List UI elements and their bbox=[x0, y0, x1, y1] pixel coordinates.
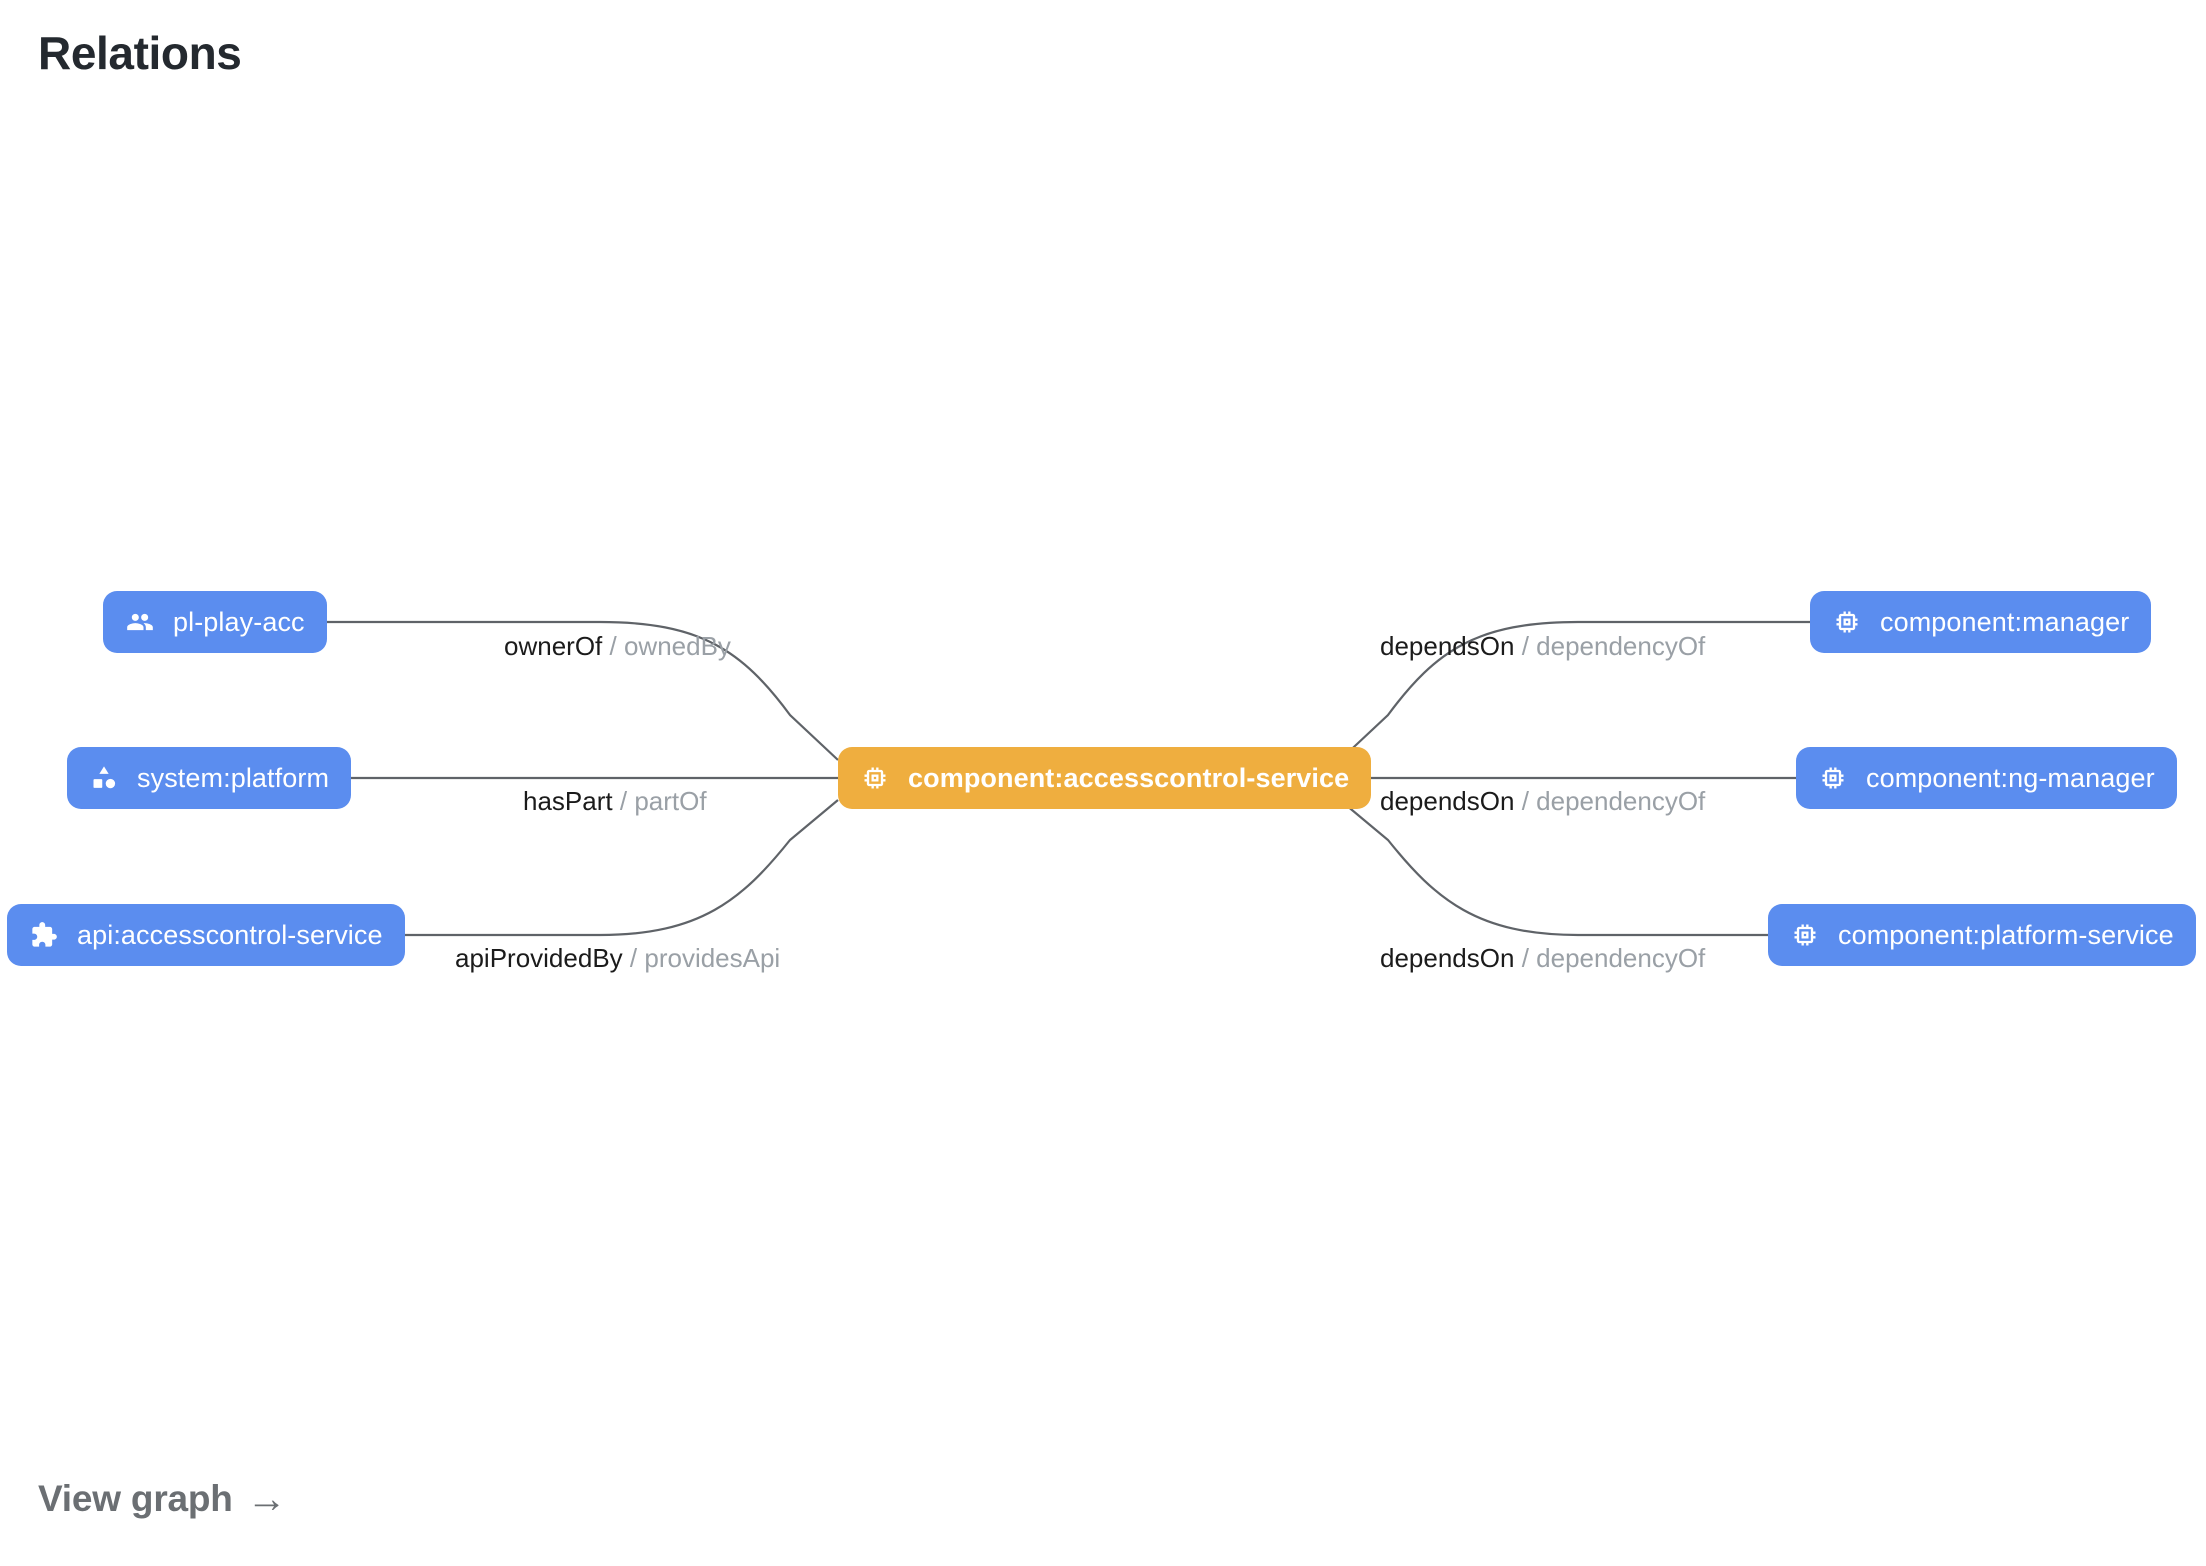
node-label: system:platform bbox=[137, 762, 330, 793]
edge-label-separator: / bbox=[1521, 786, 1529, 816]
memory-chip-icon bbox=[860, 763, 890, 793]
edge-label-separator: / bbox=[629, 943, 638, 973]
edge-label-separator: / bbox=[1521, 631, 1529, 661]
node-component-ng-manager[interactable]: component:ng-manager bbox=[1796, 747, 2177, 809]
memory-chip-icon bbox=[1832, 607, 1862, 637]
edge-label-hasPart: hasPart / partOf bbox=[523, 788, 707, 814]
edge-label-separator: / bbox=[619, 786, 628, 816]
edge-label-separator: / bbox=[609, 631, 617, 661]
node-component-manager[interactable]: component:manager bbox=[1810, 591, 2152, 653]
view-graph-link[interactable]: View graph → bbox=[38, 1478, 287, 1520]
category-shapes-icon bbox=[89, 763, 119, 793]
edge-label-reverse: partOf bbox=[634, 786, 707, 816]
node-component-accesscontrol-service-focus[interactable]: component:accesscontrol-service bbox=[838, 747, 1372, 809]
node-pl-play-acc[interactable]: pl-play-acc bbox=[103, 591, 327, 653]
edge-dependsOn-platform-service bbox=[1339, 799, 1768, 937]
edge-label-reverse: providesApi bbox=[644, 943, 781, 973]
edge-label-dependsOn-ng-manager: dependsOn / dependencyOf bbox=[1380, 788, 1705, 814]
page-title: Relations bbox=[38, 27, 242, 79]
group-people-icon bbox=[125, 607, 155, 637]
edge-label-forward: dependsOn bbox=[1380, 786, 1515, 816]
node-label: pl-play-acc bbox=[173, 606, 305, 637]
edge-label-reverse: dependencyOf bbox=[1536, 786, 1706, 816]
node-label: component:platform-service bbox=[1838, 919, 2174, 950]
node-label: component:accesscontrol-service bbox=[908, 762, 1350, 793]
memory-chip-icon bbox=[1790, 920, 1820, 950]
edge-label-ownerOf: ownerOf / ownedBy bbox=[504, 633, 731, 659]
edge-label-dependsOn-platform-service: dependsOn / dependencyOf bbox=[1380, 945, 1705, 971]
edge-label-dependsOn-manager: dependsOn / dependencyOf bbox=[1380, 633, 1705, 659]
node-system-platform[interactable]: system:platform bbox=[67, 747, 352, 809]
memory-chip-icon bbox=[1818, 763, 1848, 793]
edge-label-forward: dependsOn bbox=[1380, 943, 1515, 973]
edge-label-forward: dependsOn bbox=[1380, 631, 1515, 661]
edge-label-forward: hasPart bbox=[523, 786, 613, 816]
edge-label-separator: / bbox=[1521, 943, 1529, 973]
edge-label-apiProvidedBy: apiProvidedBy / providesApi bbox=[455, 945, 780, 971]
node-label: api:accesscontrol-service bbox=[77, 919, 383, 950]
edge-label-reverse: ownedBy bbox=[623, 631, 731, 661]
node-label: component:ng-manager bbox=[1866, 762, 2155, 793]
edge-label-forward: ownerOf bbox=[504, 631, 603, 661]
puzzle-piece-icon bbox=[29, 920, 59, 950]
node-label: component:manager bbox=[1880, 606, 2130, 637]
view-graph-label: View graph bbox=[38, 1478, 233, 1519]
edge-apiProvidedBy bbox=[405, 799, 839, 937]
edge-label-reverse: dependencyOf bbox=[1536, 631, 1706, 661]
edge-label-reverse: dependencyOf bbox=[1536, 943, 1706, 973]
edge-label-forward: apiProvidedBy bbox=[455, 943, 623, 973]
node-component-platform-service[interactable]: component:platform-service bbox=[1768, 904, 2196, 966]
node-api-accesscontrol-service[interactable]: api:accesscontrol-service bbox=[7, 904, 405, 966]
arrow-right-icon: → bbox=[246, 1477, 287, 1521]
